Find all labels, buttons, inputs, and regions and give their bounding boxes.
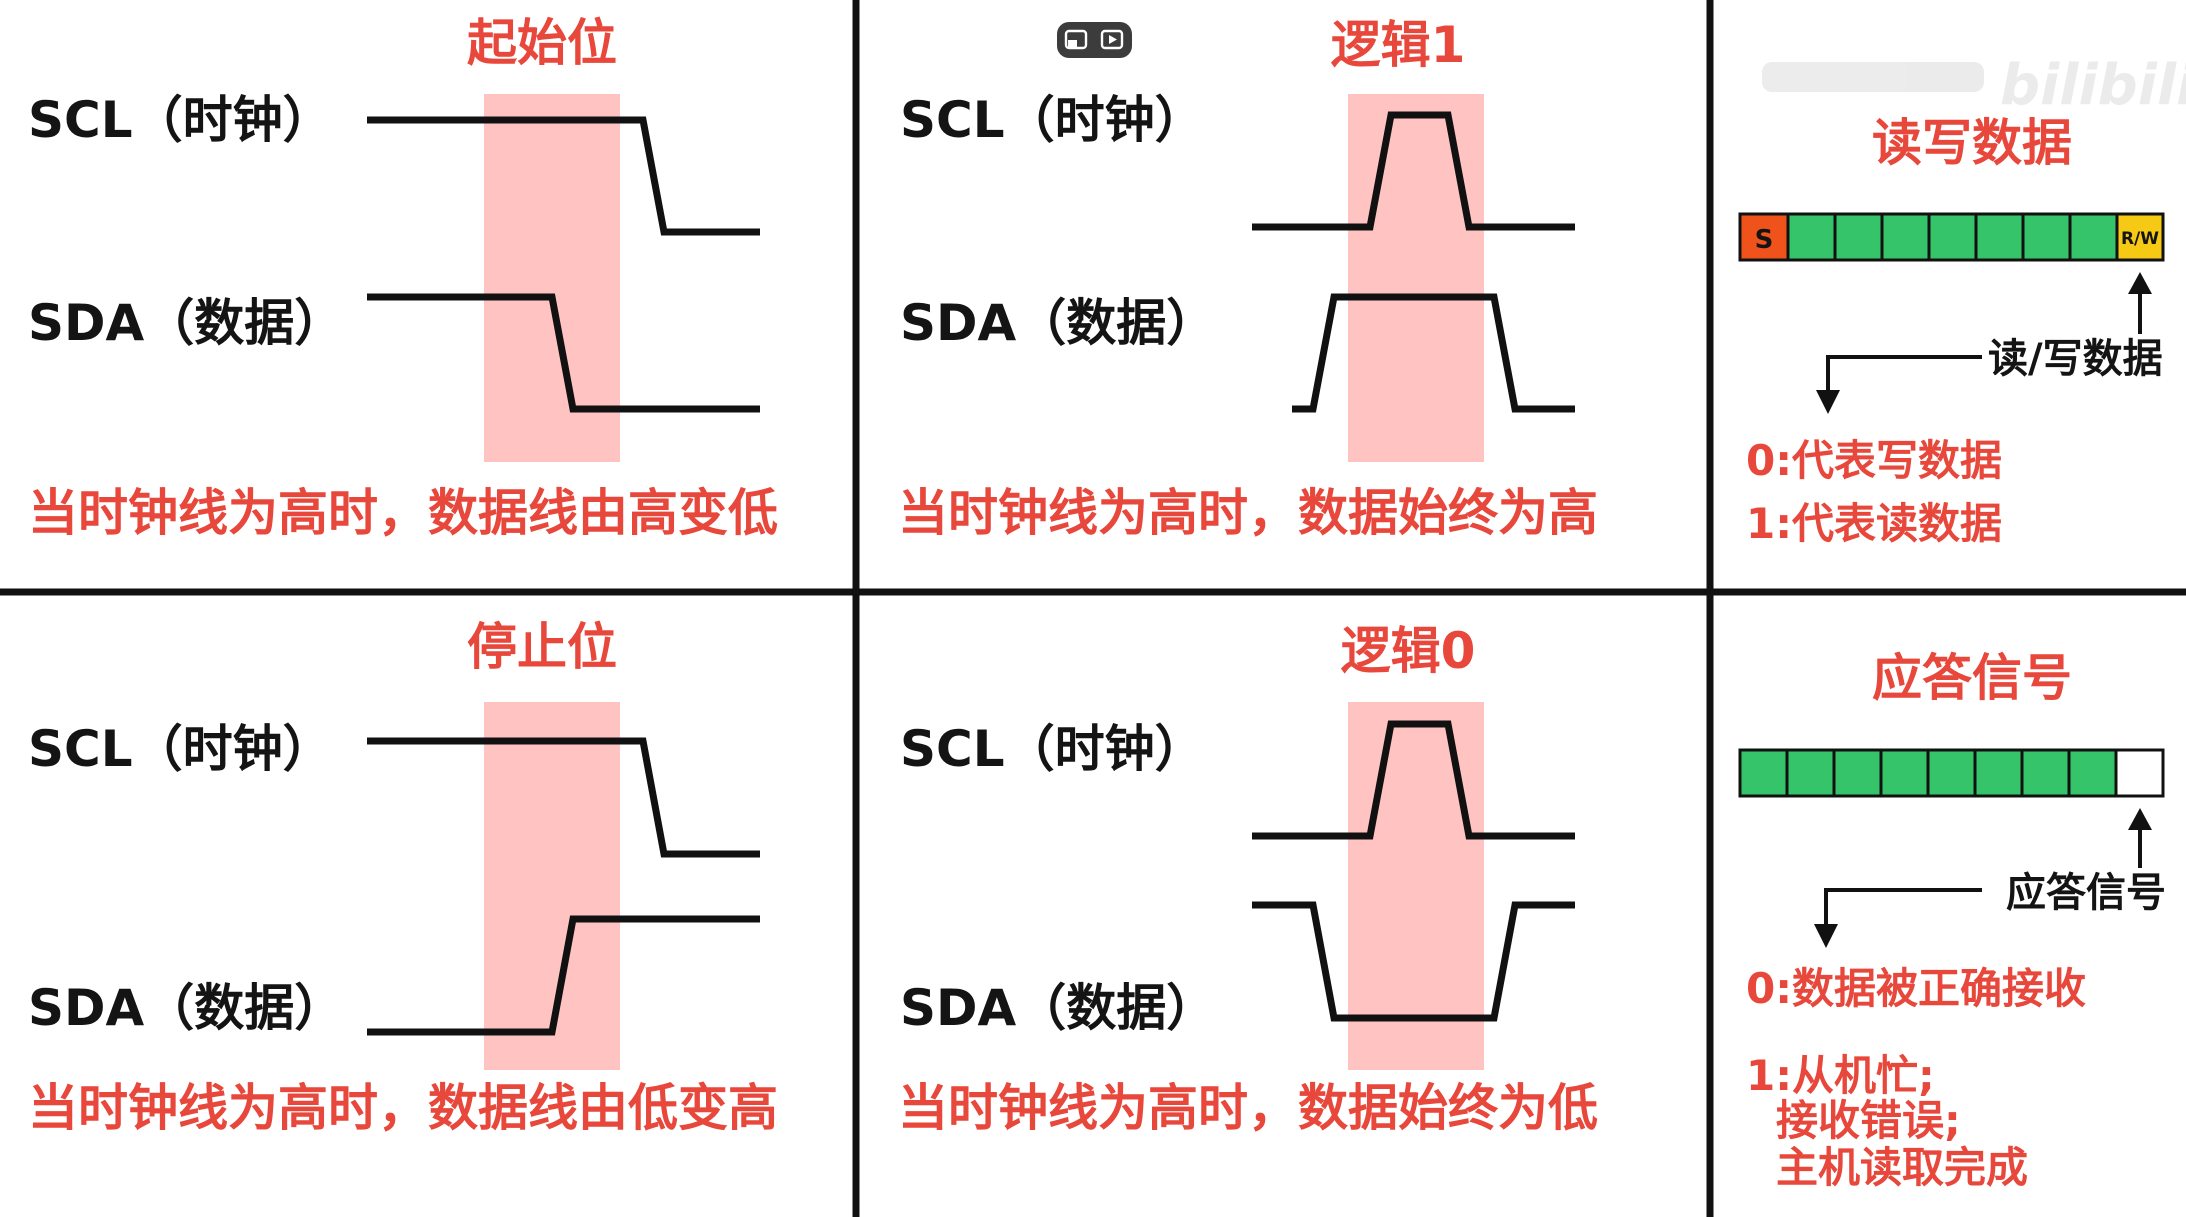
- data-bit-cell: [1738, 748, 1789, 798]
- data-bit-cell: [1973, 748, 2024, 798]
- panel-title: 应答信号: [1872, 649, 2072, 707]
- highlight-region: [1348, 94, 1484, 462]
- panel-start-bit: 起始位 SCL（时钟） SDA（数据） 当时钟线为高时，数据线由高变低: [28, 14, 778, 542]
- watermark-logo: bilibili: [2000, 53, 2186, 118]
- sda-label: SDA（数据）: [28, 294, 344, 352]
- sda-waveform: [1252, 901, 1575, 1022]
- pip-icon[interactable]: [1064, 29, 1088, 50]
- highlight-region: [1348, 702, 1484, 1070]
- meaning-line: 接收错误;: [1776, 1096, 1961, 1145]
- panel-caption: 当时钟线为高时，数据线由低变高: [28, 1079, 778, 1137]
- scl-waveform: [367, 737, 760, 858]
- panel-title: 起始位: [467, 14, 617, 72]
- sda-label: SDA（数据）: [28, 979, 344, 1037]
- data-bit-cell: [1880, 212, 1931, 262]
- scl-waveform: [1252, 720, 1575, 840]
- watermark-blur: [1762, 62, 1984, 92]
- meaning-line: 0:数据被正确接收: [1746, 964, 2086, 1013]
- highlight-region: [484, 702, 620, 1070]
- ack-bit-cell: [2114, 748, 2165, 798]
- scl-label: SCL（时钟）: [900, 91, 1205, 149]
- panel-title: 停止位: [467, 618, 617, 676]
- meaning-line: 0:代表写数据: [1746, 436, 2002, 485]
- scl-label: SCL（时钟）: [28, 91, 333, 149]
- highlight-region: [484, 94, 620, 462]
- scl-waveform: [1252, 111, 1575, 231]
- panel-caption: 当时钟线为高时，数据始终为低: [898, 1079, 1598, 1137]
- data-bit-cell: [1879, 748, 1930, 798]
- arrow-up-icon: [2128, 272, 2152, 294]
- pointer-arrow: [1816, 272, 2152, 414]
- rw-bit-cell: [2115, 212, 2165, 262]
- arrow-up-icon: [2128, 808, 2152, 830]
- sda-label: SDA（数据）: [900, 979, 1216, 1037]
- watermark: bilibili: [1762, 53, 2186, 118]
- arrow-down-icon: [1814, 924, 1838, 948]
- capture-icon[interactable]: [1100, 29, 1124, 50]
- data-bit-cell: [1785, 748, 1836, 798]
- pointer-label: 应答信号: [2006, 870, 2166, 916]
- sda-waveform: [367, 293, 760, 413]
- panel-read-write: 读写数据 S R/W 读/写数据 0:代表写数据 1:代表读数据: [1738, 114, 2165, 548]
- data-bit-cell: [1926, 748, 1977, 798]
- data-bit-cell: [2021, 212, 2072, 262]
- panel-title: 逻辑1: [1331, 16, 1466, 74]
- pointer-arrow: [1814, 808, 2152, 948]
- sda-waveform: [367, 915, 760, 1036]
- meaning-line: 1:代表读数据: [1746, 499, 2002, 548]
- pointer-label: 读/写数据: [1988, 336, 2163, 382]
- data-bit-cell: [1786, 212, 1837, 262]
- panel-caption: 当时钟线为高时，数据始终为高: [898, 484, 1598, 542]
- panel-acknowledge: 应答信号 应答信号 0:数据被正确接收 1:从机忙; 接收错误; 主机读取完成: [1738, 649, 2166, 1192]
- panel-title: 逻辑0: [1341, 622, 1476, 680]
- data-bit-cell: [1927, 212, 1978, 262]
- sda-waveform: [1292, 293, 1575, 413]
- scl-label: SCL（时钟）: [28, 720, 333, 778]
- meaning-line: 1:从机忙;: [1746, 1051, 1935, 1100]
- data-bit-cell: [1832, 748, 1883, 798]
- rw-bit-label: R/W: [2121, 229, 2159, 249]
- arrow-down-icon: [1816, 390, 1840, 414]
- byte-frame: [1738, 748, 2165, 798]
- sda-label: SDA（数据）: [900, 294, 1216, 352]
- data-bit-cell: [1833, 212, 1884, 262]
- data-bit-cell: [2068, 212, 2119, 262]
- panel-stop-bit: 停止位 SCL（时钟） SDA（数据） 当时钟线为高时，数据线由低变高: [28, 618, 778, 1137]
- start-bit-cell: [1738, 212, 1790, 262]
- meaning-line: 主机读取完成: [1776, 1143, 2028, 1192]
- panel-caption: 当时钟线为高时，数据线由高变低: [28, 484, 778, 542]
- panel-logic-1: 逻辑1 SCL（时钟） SDA（数据） 当时钟线为高时，数据始终为高: [898, 16, 1598, 542]
- data-bit-cell: [1974, 212, 2025, 262]
- scl-label: SCL（时钟）: [900, 720, 1205, 778]
- panel-logic-0: 逻辑0 SCL（时钟） SDA（数据） 当时钟线为高时，数据始终为低: [898, 622, 1598, 1137]
- panel-title: 读写数据: [1872, 114, 2072, 172]
- start-bit-label: S: [1755, 225, 1774, 255]
- byte-frame: S R/W: [1738, 212, 2165, 262]
- scl-waveform: [367, 116, 760, 236]
- data-bit-cell: [2067, 748, 2118, 798]
- data-bit-cell: [2020, 748, 2071, 798]
- overlay-controls[interactable]: [1057, 22, 1132, 58]
